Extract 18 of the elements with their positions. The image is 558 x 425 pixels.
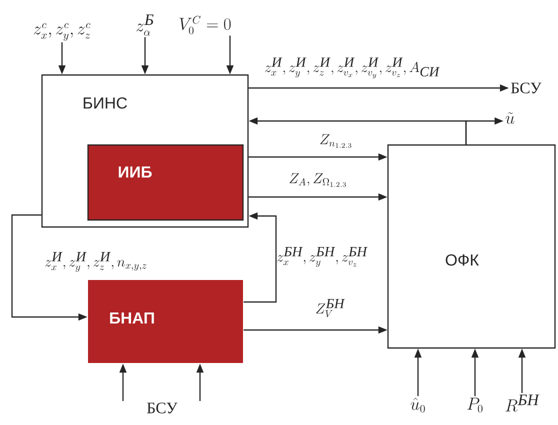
process-box: ОФК [387, 144, 556, 349]
input-label: БСУ [147, 402, 178, 414]
edge-label: $z_x^{\textit{БН}}, z_y^{\textit{БН}}, z_{v_z}^{\textit{БН}}$ [277, 247, 368, 268]
edge-label: $z_x^{\textit{И}}, z_y^{\textit{И}}, z_z^{\textit{И}}, z_{v_x}^{\textit{И}}, z_{v_y}^{\textit{И}}, z_{v_z}^{\textit{И}}, A_{\textit{СИ}}$ [265, 58, 440, 78]
module-box: ИИБ [87, 144, 244, 221]
output-label: БСУ [511, 82, 542, 94]
input-formula: $R^{\textit{БН}}$ [506, 394, 540, 412]
edge-label: $Z_{n_{1.2.3}}$ [320, 134, 352, 148]
edge-label: $Z_V^{\textit{БН}}$ [316, 299, 345, 318]
input-formula: $V_0^C = 0$ [180, 16, 231, 34]
module-box: БНАП [88, 280, 243, 363]
edge-label: $z_x^{\textit{И}}, z_y^{\textit{И}}, z_z^{\textit{И}}, n_{x,y,z}$ [45, 252, 146, 272]
input-formula: $z_x^c, z_y^c, z_z^c$ [34, 23, 90, 41]
input-formula: $z_\alpha^{\textit{Б}}$ [136, 14, 154, 36]
output-formula: $\tilde{u}$ [506, 112, 514, 124]
input-formula: $P_0$ [467, 398, 482, 412]
edge-label: $Z_A, Z_{\Omega_{1.2.3}}$ [290, 173, 346, 187]
input-formula: $\hat{u}_0$ [410, 398, 425, 413]
